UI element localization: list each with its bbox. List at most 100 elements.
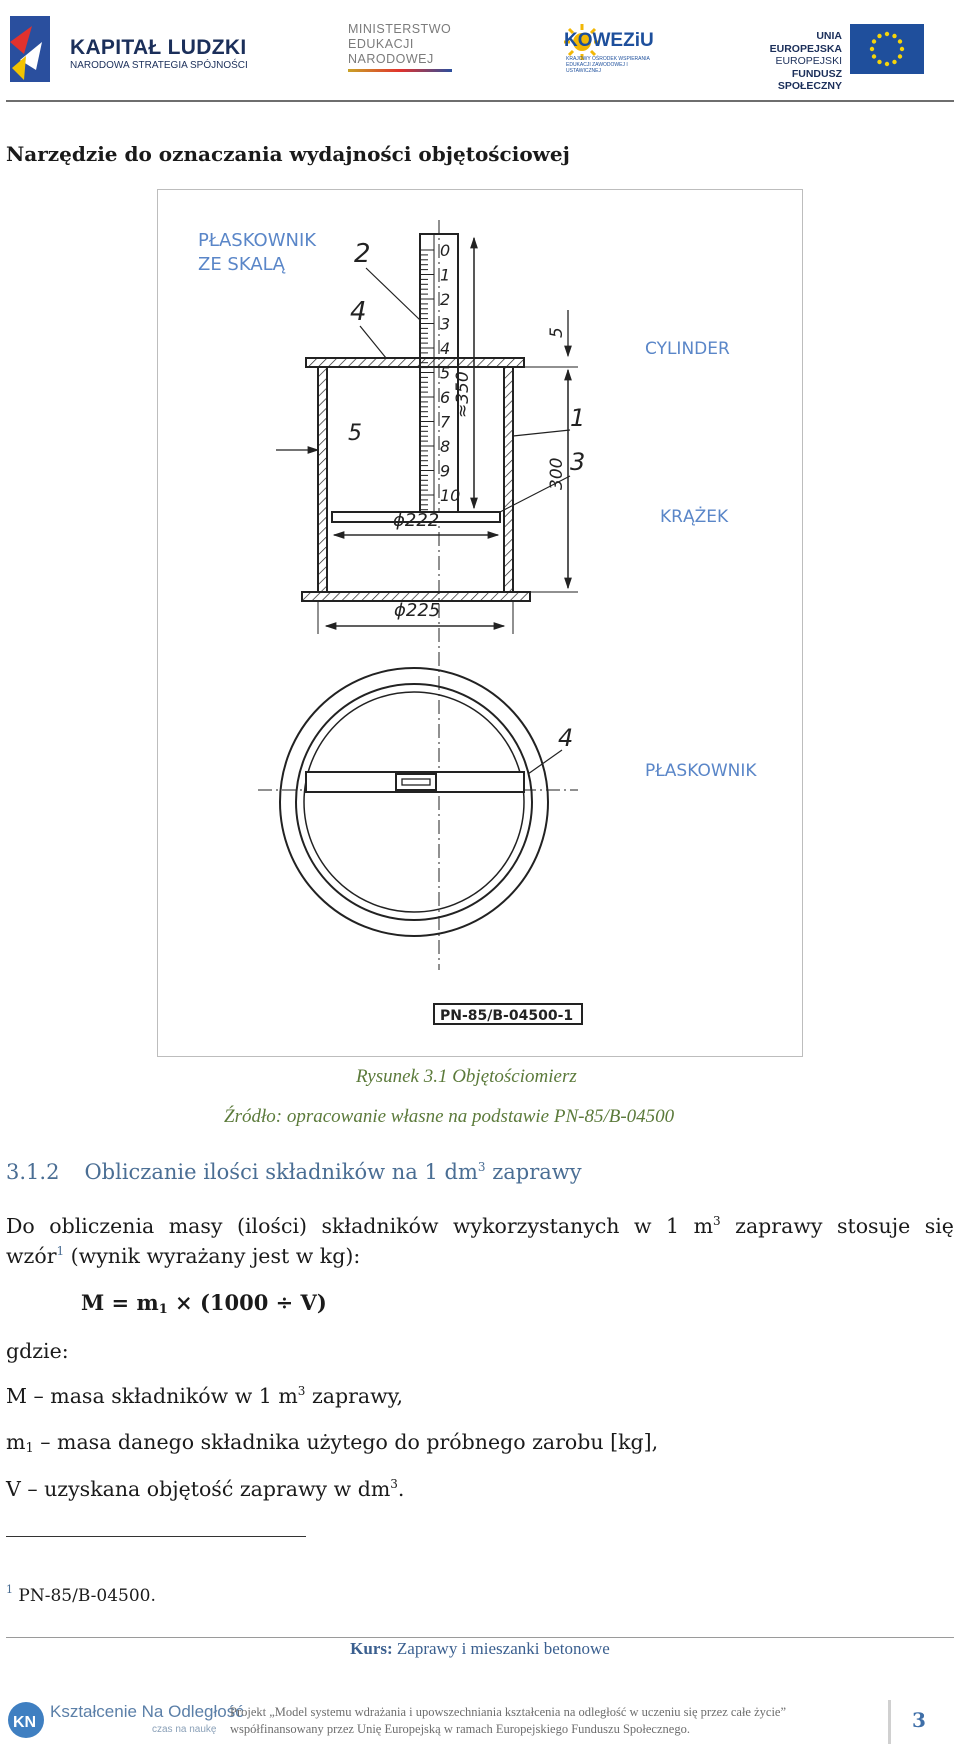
standard-stamp: PN-85/B-04500-1 <box>440 1008 573 1024</box>
footnote-separator <box>6 1536 306 1537</box>
project-note: Projekt „Model systemu wdrażania i upows… <box>230 1704 786 1738</box>
eu-star <box>897 39 903 44</box>
paragraph-1-word: składników <box>321 1214 439 1238</box>
paragraph-1-word: w <box>634 1214 652 1238</box>
kapital-ludzki-title: KAPITAŁ LUDZKI <box>70 36 247 59</box>
koweziu-logo <box>562 22 602 66</box>
scale-number: 10 <box>440 486 460 505</box>
kno-logo: KN <box>6 1700 46 1744</box>
eu-star <box>897 54 903 59</box>
footer-divider <box>6 1637 954 1638</box>
standard-stamp-box <box>433 1003 583 1025</box>
paragraph-1-word: wykorzystanych <box>452 1214 620 1238</box>
kno-logo-icon: KN <box>8 1702 44 1738</box>
section-number: 3.1.2 <box>6 1160 60 1184</box>
paragraph-1-word: obliczenia <box>49 1214 155 1238</box>
eu-star <box>877 33 882 39</box>
dim-h350: ≈350 <box>453 371 473 418</box>
callout-5-left: 5 <box>348 421 362 446</box>
paragraph-1-word: zaprawy <box>735 1214 823 1238</box>
top-view-middle-circle <box>295 683 533 921</box>
eu-star <box>877 59 882 65</box>
kapital-ludzki-logo <box>6 12 54 90</box>
objetosciomierz-drawing: PŁASKOWNIK ZE SKALĄ CYLINDER KRĄŻEK PŁAS… <box>198 220 757 1025</box>
koweziu-subtitle: KRAJOWY OŚRODEK WSPIERANIA EDUKACJI ZAWO… <box>566 56 650 74</box>
label-cylinder: CYLINDER <box>645 339 730 359</box>
scale-ticks <box>420 249 434 511</box>
scale-number: 4 <box>440 339 450 358</box>
eu-star <box>892 59 897 65</box>
men-logo-line-2: EDUKACJI <box>348 37 414 51</box>
project-note-line-2: współfinansowany przez Unię Europejską w… <box>230 1722 690 1736</box>
figure-caption: Rysunek 3.1 Objętościomierz <box>356 1066 577 1087</box>
eu-star <box>871 54 877 59</box>
koweziu-title: KOWEZiU <box>564 30 654 51</box>
callout-1: 1 <box>570 404 585 432</box>
section-heading: 3.1.2 Obliczanie ilości składników na 1 d… <box>6 1160 582 1184</box>
scale-number: 6 <box>440 388 450 407</box>
disc <box>331 511 501 523</box>
men-logo: MINISTERSTWO EDUKACJI NARODOWEJ <box>348 22 452 72</box>
formula: M = m1 × (1000 ÷ V) <box>81 1290 327 1317</box>
eu-star <box>899 46 905 52</box>
scale-number: 7 <box>440 413 451 432</box>
callout-2: 2 <box>354 239 371 269</box>
project-note-line-1: Projekt „Model systemu wdrażania i upows… <box>230 1705 787 1719</box>
where-label: gdzie: <box>6 1339 69 1363</box>
scale-number: 3 <box>440 315 450 334</box>
cylinder-wall-left <box>317 366 328 593</box>
top-view-outer-circle <box>279 667 549 937</box>
footnote-ref: 1 <box>56 1244 65 1258</box>
document-heading: Narzędzie do oznaczania wydajności objęt… <box>6 142 570 166</box>
bottom-plate <box>301 591 531 602</box>
top-view-inner-circle <box>303 691 525 913</box>
section-title: Obliczanie ilości składników na 1 dm3 za… <box>84 1160 582 1184</box>
definition-M: M – masa składników w 1 m3 zaprawy, <box>6 1384 404 1408</box>
label-plaskownik: PŁASKOWNIK <box>645 761 757 781</box>
paragraph-1-word: m3 <box>693 1214 721 1238</box>
koweziu-sun-icon <box>564 24 600 60</box>
eu-text-line-1: UNIA EUROPEJSKA <box>769 30 842 55</box>
paragraph-1-word: 1 <box>666 1214 680 1238</box>
figure-source: Źródło: opracowanie własne na podstawie … <box>224 1106 675 1127</box>
eu-flag <box>850 24 924 78</box>
men-logo-line-3: NARODOWEJ <box>348 52 434 66</box>
paragraph-1-word: się <box>924 1214 954 1238</box>
dim-d225: ϕ225 <box>394 600 440 621</box>
scale-number: 5 <box>440 364 450 383</box>
scale-number: 2 <box>440 290 450 309</box>
dim-d222: ϕ222 <box>393 510 439 531</box>
top-flange <box>305 357 525 368</box>
eu-text-line-3: FUNDUSZ SPOŁECZNY <box>777 67 842 93</box>
eu-flag-icon <box>850 24 924 74</box>
dim-h300: 300 <box>547 458 567 490</box>
top-view-scale-window <box>395 773 437 791</box>
scale-number: 0 <box>440 241 450 260</box>
scale-number: 8 <box>440 437 450 456</box>
paragraph-1-word: stosuje <box>836 1214 911 1238</box>
kapital-ludzki-emblem <box>10 16 50 82</box>
label-plaskownik-ze-skala-1: PŁASKOWNIK <box>198 230 317 251</box>
definition-V: V – uzyskana objętość zaprawy w dm3. <box>6 1477 405 1501</box>
course-line: Kurs: Zaprawy i mieszanki betonowe <box>350 1639 610 1658</box>
eu-star <box>871 39 877 44</box>
paragraph-1-word: masy <box>168 1214 223 1238</box>
dim-callout-5-top: 5 <box>547 327 567 338</box>
eu-text: UNIA EUROPEJSKA EUROPEJSKI FUNDUSZ SPOŁE… <box>760 30 842 93</box>
men-logo-line-1: MINISTERSTWO <box>348 22 452 36</box>
footnote: 1 PN-85/B-04500. <box>6 1583 156 1606</box>
kno-logo-subtitle: czas na naukę <box>152 1724 217 1735</box>
page-number: 3 <box>912 1708 926 1732</box>
eu-star <box>869 46 875 52</box>
header-divider <box>6 100 954 102</box>
kno-logo-title: Kształcenie Na Odległość <box>50 1702 244 1721</box>
footer-separator-bar <box>888 1700 891 1744</box>
figure-frame: PŁASKOWNIK ZE SKALĄ CYLINDER KRĄŻEK PŁAS… <box>157 189 803 1057</box>
callout-4-top-view: 4 <box>558 724 573 752</box>
kapital-ludzki-subtitle: NARODOWA STRATEGIA SPÓJNOŚCI <box>70 60 248 71</box>
eu-star <box>884 31 890 37</box>
page-header: KAPITAŁ LUDZKI NARODOWA STRATEGIA SPÓJNO… <box>0 0 960 105</box>
eu-text-line-2: EUROPEJSKI <box>775 55 842 67</box>
eu-star <box>884 61 890 67</box>
